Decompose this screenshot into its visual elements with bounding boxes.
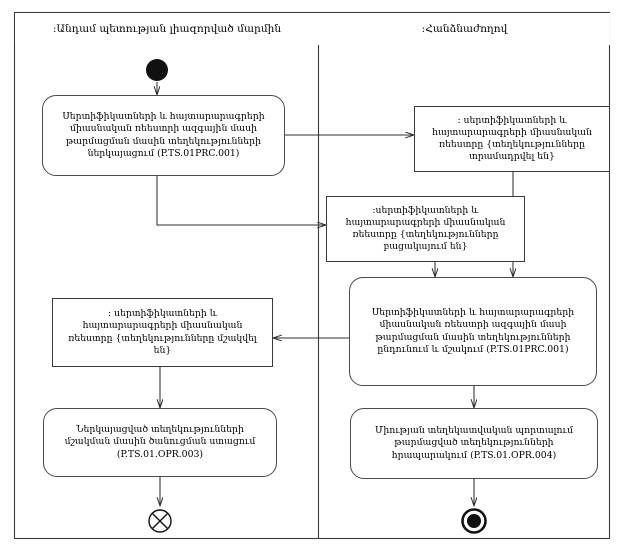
lane-header-commission: :Հանձնաժողով [319, 13, 610, 45]
action-receive-notification-label: Ներկայացված տեղեկությունների մշակման մաս… [64, 424, 256, 460]
lane-title-member-state: :Անդամ պետության լիազորված մարմին [52, 23, 282, 35]
action-submit-national-data-label: Սերտիֆիկատների և հայտարարագրերի միասնակա… [62, 111, 265, 159]
state-data-sent[interactable]: : սերտիֆիկատների և հայտարարագրերի միասնա… [414, 106, 610, 172]
action-publish-data[interactable]: Միության տեղեկատվական պորտալում թարմացվա… [350, 408, 598, 479]
state-data-received-label: :սերտիֆիկատների և հայտարարագրերի միասնակ… [345, 204, 506, 253]
state-data-received[interactable]: :սերտիֆիկատների և հայտարարագրերի միասնակ… [326, 196, 525, 262]
action-publish-data-label: Միության տեղեկատվական պորտալում թարմացվա… [375, 425, 573, 461]
action-receive-and-process-label: Սերտիֆիկատների և հայտարարագրերի միասնակա… [371, 307, 575, 355]
state-data-processed-label: : սերտիֆիկատների և հայտարարագրերի միասնա… [68, 308, 257, 356]
action-receive-notification[interactable]: Ներկայացված տեղեկությունների մշակման մաս… [43, 408, 277, 477]
lane-header-member-state: :Անդամ պետության լիազորված մարմին [15, 13, 319, 45]
initial-node-glyph [146, 59, 168, 81]
action-receive-and-process[interactable]: Սերտիֆիկատների և հայտարարագրերի միասնակա… [349, 277, 597, 386]
state-data-sent-label: : սերտիֆիկատների և հայտարարագրերի միասնա… [432, 114, 592, 163]
lane-title-commission: :Հանձնաժողով [421, 23, 508, 35]
flow-final-node-glyph [148, 509, 172, 533]
action-submit-national-data[interactable]: Սերտիֆիկատների և հայտարարագրերի միասնակա… [42, 95, 285, 176]
state-data-processed[interactable]: : սերտիֆիկատների և հայտարարագրերի միասնա… [52, 298, 273, 367]
activity-final-node-glyph [461, 508, 487, 534]
